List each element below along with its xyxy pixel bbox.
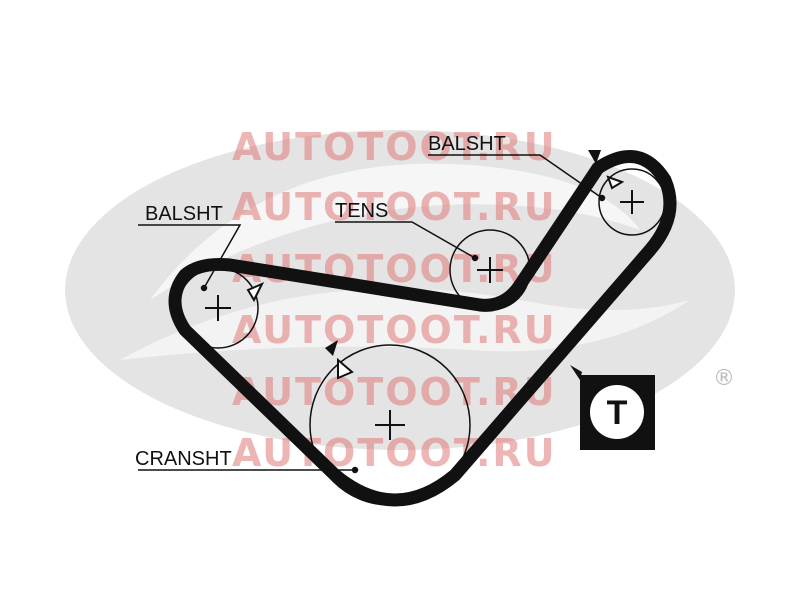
timing-belt (168, 149, 677, 507)
registered-mark: ® (713, 366, 735, 391)
pulley-tensioner (449, 229, 531, 311)
timing-marks (246, 150, 625, 380)
belt-type-badge: T (570, 365, 655, 450)
watermark-line: AUTOTOOT.RU (232, 370, 557, 414)
watermark-group: AUTOTOOT.RU AUTOTOOT.RU AUTOTOOT.RU AUTO… (232, 125, 557, 475)
timing-mark-top (588, 150, 601, 164)
watermark-line: AUTOTOOT.RU (232, 431, 557, 475)
label-crankshaft: CRANSHT (135, 448, 232, 470)
timing-mark-crank-solid (325, 340, 338, 356)
timing-mark-top-open (606, 175, 625, 190)
label-tensioner: TENS (335, 200, 388, 222)
label-balance-shaft-top: BALSHT (428, 133, 506, 155)
badge-letter: T (607, 394, 628, 432)
pulley-balance-shaft-left (177, 267, 259, 349)
watermark-line: AUTOTOOT.RU (232, 125, 557, 169)
timing-mark-crank-open (337, 357, 354, 380)
pulley-crankshaft (309, 344, 471, 506)
label-balance-shaft-left: BALSHT (145, 203, 223, 225)
leader-lines (138, 154, 606, 474)
pulley-balance-shaft-top (598, 168, 666, 236)
timing-mark-left-balsht (246, 282, 265, 303)
